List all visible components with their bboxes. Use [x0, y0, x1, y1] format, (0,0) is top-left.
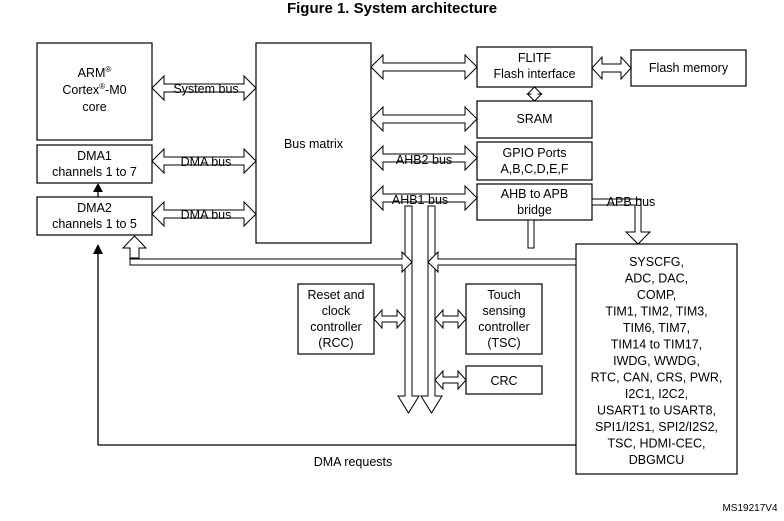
dma-requests-label: DMA requests — [314, 455, 393, 469]
dma1-bus-arrow — [151, 147, 257, 175]
peripheral-line: TIM1, TIM2, TIM3, — [605, 305, 707, 319]
sram-block: SRAM — [476, 100, 593, 139]
flitf-line2: Flash interface — [494, 67, 576, 81]
peripheral-line: SPI1/I2S1, SPI2/I2S2, — [595, 420, 718, 434]
flitf-sram-arrow — [526, 86, 543, 102]
cpu-sup2: ® — [99, 82, 105, 91]
ahb2-bus-label: AHB2 bus — [396, 153, 452, 167]
peripheral-line: I2C1, I2C2, — [625, 387, 688, 401]
bus-arrows — [121, 53, 652, 414]
figure-reference: MS19217V4 — [722, 503, 777, 514]
tsc-line4: (TSC) — [487, 336, 520, 350]
peripheral-line: RTC, CAN, CRS, PWR, — [591, 371, 723, 385]
dma2-bus-label: DMA bus — [181, 208, 232, 222]
ahb1-dma-branch — [129, 250, 413, 274]
gpio-block: GPIO Ports A,B,C,D,E,F — [476, 141, 593, 181]
bridge-line2: bridge — [517, 203, 552, 217]
ahb1-vertical-bus-left — [397, 205, 420, 414]
apb-peripherals-list: SYSCFG, ADC, DAC, COMP, TIM1, TIM2, TIM3, TI… — [591, 255, 723, 467]
dma-request-lines — [93, 183, 576, 446]
peripheral-line: TIM6, TIM7, — [623, 321, 690, 335]
apb-peripherals-block: SYSCFG, ADC, DAC, COMP, TIM1, TIM2, TIM3, TI… — [575, 243, 738, 475]
dma2-ahb1-up-arrow — [121, 235, 148, 260]
rcc-line2: clock — [322, 304, 351, 318]
rcc-line1: Reset and — [308, 288, 365, 302]
dma2-bus-arrow — [151, 200, 257, 228]
peripheral-line: USART1 to USART8, — [597, 404, 716, 418]
peripheral-line: TSC, HDMI-CEC, — [608, 437, 706, 451]
cpu-line3: core — [82, 100, 106, 114]
ahb2-bus-arrow — [370, 144, 478, 172]
bus-matrix-block: Bus matrix — [255, 42, 372, 244]
cpu-line2a: Cortex — [62, 83, 100, 97]
gpio-line2: A,B,C,D,E,F — [500, 162, 568, 176]
system-bus-label: System bus — [173, 82, 238, 96]
ahb1-right-branch — [427, 250, 577, 274]
ahb-apb-bridge-block: AHB to APB bridge — [476, 183, 593, 221]
bridge-down-link — [527, 219, 535, 249]
tsc-line2: sensing — [482, 304, 525, 318]
dma1-bus-label: DMA bus — [181, 155, 232, 169]
peripheral-line: ADC, DAC, — [625, 272, 688, 286]
bus-matrix-label: Bus matrix — [284, 137, 344, 151]
gpio-line1: GPIO Ports — [503, 146, 567, 160]
crc-bus-arrow — [434, 369, 467, 391]
ahb1-vertical-bus-right — [420, 205, 443, 414]
cpu-line2b: -M0 — [105, 83, 127, 97]
system-bus-arrow — [151, 74, 257, 102]
flash-bus-arrow — [591, 55, 632, 81]
flitf-block: FLITF Flash interface — [476, 46, 593, 88]
peripheral-line: COMP, — [637, 288, 676, 302]
crc-block: CRC — [465, 365, 543, 395]
sram-bus-arrow — [370, 105, 478, 133]
cpu-sup1: ® — [105, 65, 111, 74]
tsc-line3: controller — [478, 320, 529, 334]
crc-label: CRC — [490, 374, 517, 388]
flitf-bus-arrow — [370, 53, 478, 81]
dma1-block: DMA1 channels 1 to 7 — [36, 144, 153, 184]
rcc-line3: controller — [310, 320, 361, 334]
rcc-bus-arrow — [373, 308, 406, 330]
svg-text:ARM®: ARM® — [78, 65, 112, 80]
tsc-block: Touch sensing controller (TSC) — [465, 283, 543, 355]
rcc-line4: (RCC) — [318, 336, 353, 350]
svg-text:Cortex®-M0: Cortex®-M0 — [62, 82, 126, 97]
apb-bus-arrow — [591, 198, 652, 245]
flitf-line1: FLITF — [518, 51, 552, 65]
rcc-block: Reset and clock controller (RCC) — [297, 283, 375, 355]
tsc-line1: Touch — [487, 288, 520, 302]
apb-bus-label: APB bus — [607, 195, 656, 209]
bridge-line1: AHB to APB — [501, 187, 568, 201]
peripheral-line: IWDG, WWDG, — [613, 354, 700, 368]
sram-label: SRAM — [516, 112, 552, 126]
peripheral-line: TIM14 to TIM17, — [611, 338, 702, 352]
system-architecture-diagram: ARM® Cortex®-M0 core DMA1 channels 1 to … — [36, 42, 778, 514]
dma1-line2: channels 1 to 7 — [52, 165, 137, 179]
peripheral-line: SYSCFG, — [629, 255, 684, 269]
ahb1-bus-arrow — [370, 184, 478, 212]
flash-memory-label: Flash memory — [649, 61, 729, 75]
cpu-block: ARM® Cortex®-M0 core — [36, 42, 153, 141]
peripheral-line: DBGMCU — [629, 453, 685, 467]
tsc-bus-arrow — [434, 308, 467, 330]
flash-memory-block: Flash memory — [630, 49, 747, 87]
dma2-block: DMA2 channels 1 to 5 — [36, 196, 153, 236]
dma1-line1: DMA1 — [77, 149, 112, 163]
dma2-line1: DMA2 — [77, 201, 112, 215]
dma2-line2: channels 1 to 5 — [52, 217, 137, 231]
cpu-line1: ARM — [78, 66, 106, 80]
figure-title: Figure 1. System architecture — [286, 0, 498, 17]
ahb1-bus-label: AHB1 bus — [392, 193, 448, 207]
